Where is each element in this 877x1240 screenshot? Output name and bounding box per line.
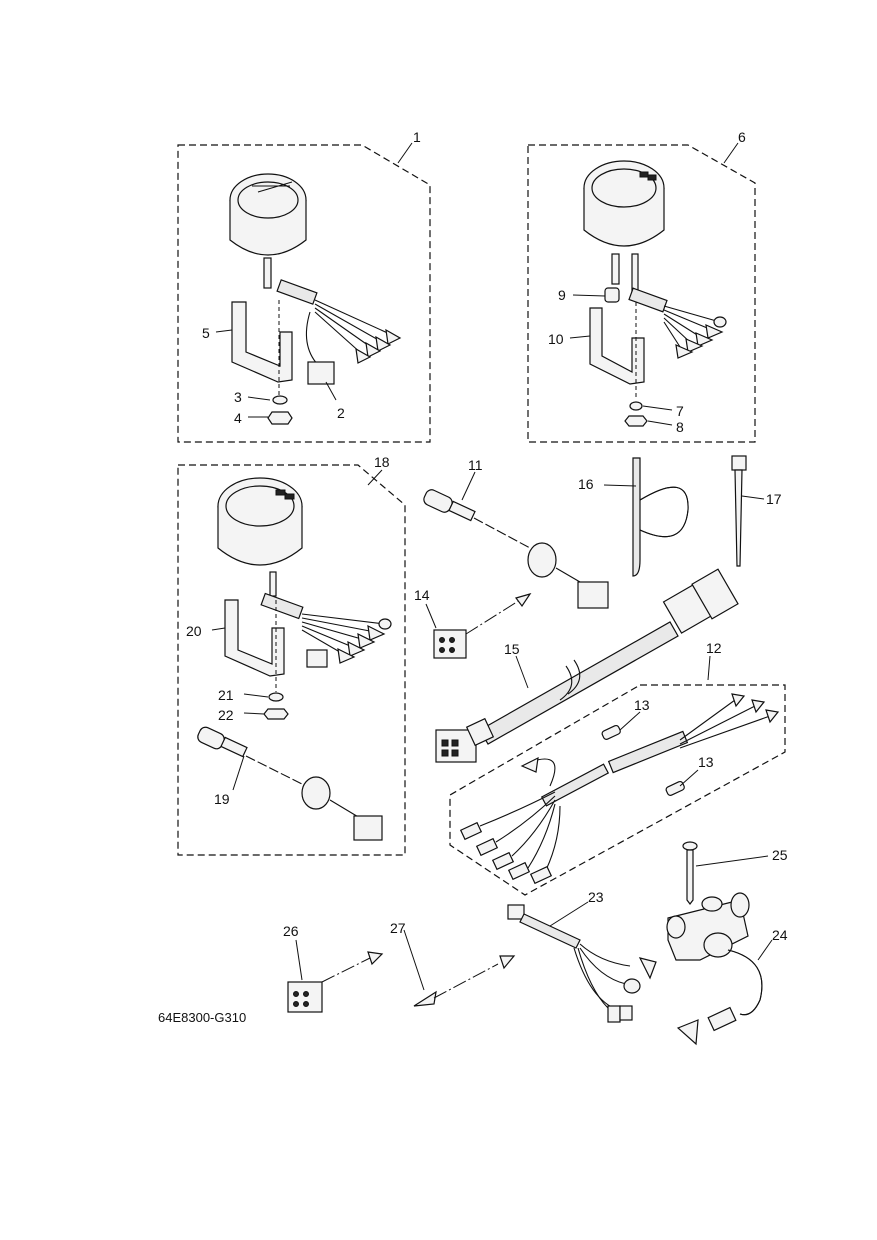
callout-3: 3 — [234, 389, 242, 405]
washer-21 — [268, 692, 284, 702]
sleeve-13a — [601, 724, 621, 740]
group-1-meter-assembly — [177, 144, 431, 443]
callout-20: 20 — [186, 623, 202, 639]
callout-26: 26 — [283, 923, 299, 939]
leader-lines — [211, 142, 773, 991]
part-27 — [413, 955, 516, 1007]
group-18-meter-assembly — [177, 464, 406, 856]
callout-7: 7 — [676, 403, 684, 419]
callout-17: 17 — [766, 491, 782, 507]
callout-18: 18 — [374, 454, 390, 470]
callout-9: 9 — [558, 287, 566, 303]
callout-14: 14 — [414, 587, 430, 603]
group-6-meter-assembly — [527, 144, 756, 443]
nut-8 — [624, 415, 648, 427]
gauge-1 — [229, 173, 318, 305]
washer-3 — [272, 395, 288, 405]
callout-27: 27 — [390, 920, 406, 936]
gauge-6 — [583, 160, 668, 313]
cap-9 — [604, 287, 620, 303]
callout-6: 6 — [738, 129, 746, 145]
screw-25 — [682, 841, 698, 905]
callout-25: 25 — [772, 847, 788, 863]
cable-19 — [197, 726, 383, 841]
callout-24: 24 — [772, 927, 788, 943]
callout-11: 11 — [468, 457, 483, 473]
callout-16: 16 — [578, 476, 594, 492]
callout-12: 12 — [706, 640, 722, 656]
callout-5: 5 — [202, 325, 210, 341]
connector-26 — [287, 951, 384, 1013]
callout-21: 21 — [218, 687, 234, 703]
connector-2 — [307, 361, 335, 385]
callout-labels: 1 2 3 4 5 6 7 8 9 10 11 12 13 13 14 15 1… — [158, 129, 788, 1025]
sleeve-13b — [665, 780, 685, 796]
washer-7 — [629, 401, 643, 411]
callout-4: 4 — [234, 410, 242, 426]
nut-4 — [267, 411, 293, 425]
callout-15: 15 — [504, 641, 520, 657]
diagram-code: 64E8300-G310 — [158, 1010, 246, 1025]
callout-2: 2 — [337, 405, 345, 421]
nut-22 — [263, 708, 289, 720]
callout-13b: 13 — [698, 754, 714, 770]
bracket-5 — [231, 301, 293, 383]
bracket-10 — [589, 307, 645, 385]
bracket-20 — [224, 599, 285, 677]
callout-1: 1 — [413, 129, 421, 145]
callout-23: 23 — [588, 889, 604, 905]
tube-16 — [632, 457, 641, 577]
sender-24 — [666, 892, 763, 1046]
gauge-18 — [217, 477, 304, 620]
connector-14 — [433, 592, 532, 659]
callout-22: 22 — [218, 707, 234, 723]
callout-13a: 13 — [634, 697, 650, 713]
tie-17 — [731, 455, 747, 567]
callout-19: 19 — [214, 791, 230, 807]
callout-10: 10 — [548, 331, 564, 347]
callout-8: 8 — [676, 419, 684, 435]
harness-15 — [435, 568, 739, 763]
group-12-harness — [449, 684, 786, 896]
cable-11 — [423, 489, 609, 609]
harness-23 — [507, 904, 657, 1023]
